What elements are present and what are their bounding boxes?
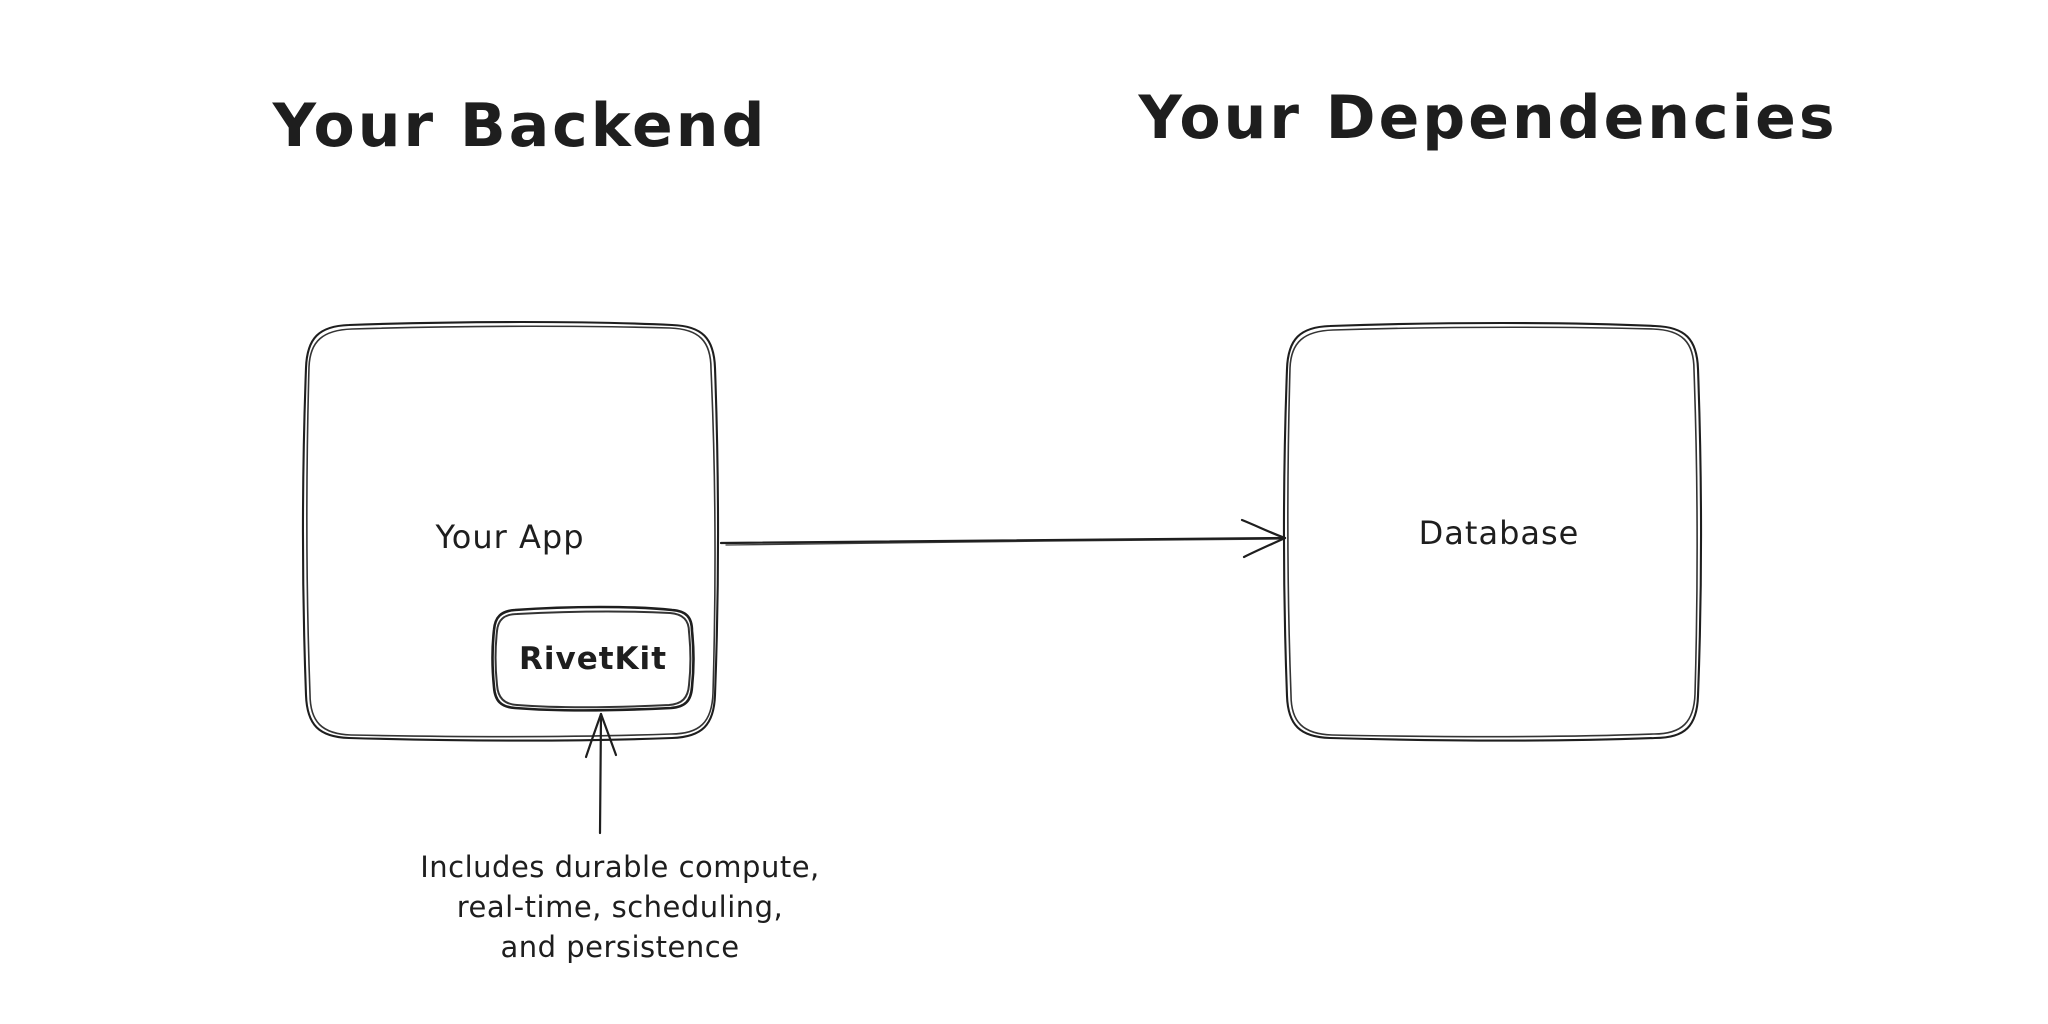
annotation-line-2: real-time, scheduling, [456, 890, 784, 924]
title-your-dependencies: Your Dependencies [1138, 83, 1838, 153]
rivetkit-annotation: Includes durable compute, real-time, sch… [420, 847, 820, 967]
annotation-line-1: Includes durable compute, [420, 850, 820, 884]
app-to-database-arrow [719, 518, 1287, 559]
arrowhead-right-icon [1240, 518, 1287, 559]
annotation-line-3: and persistence [500, 930, 740, 964]
database-box [1282, 321, 1703, 742]
your-app-box [301, 320, 720, 742]
database-node-label: Database [1418, 514, 1580, 552]
arrowhead-up-icon [584, 712, 618, 759]
rivetkit-box [491, 605, 695, 712]
your-app-node-label: Your App [435, 518, 585, 556]
rivetkit-node-label: RivetKit [518, 641, 668, 677]
annotation-to-rivetkit-arrow [584, 712, 618, 835]
title-your-backend: Your Backend [272, 91, 768, 161]
